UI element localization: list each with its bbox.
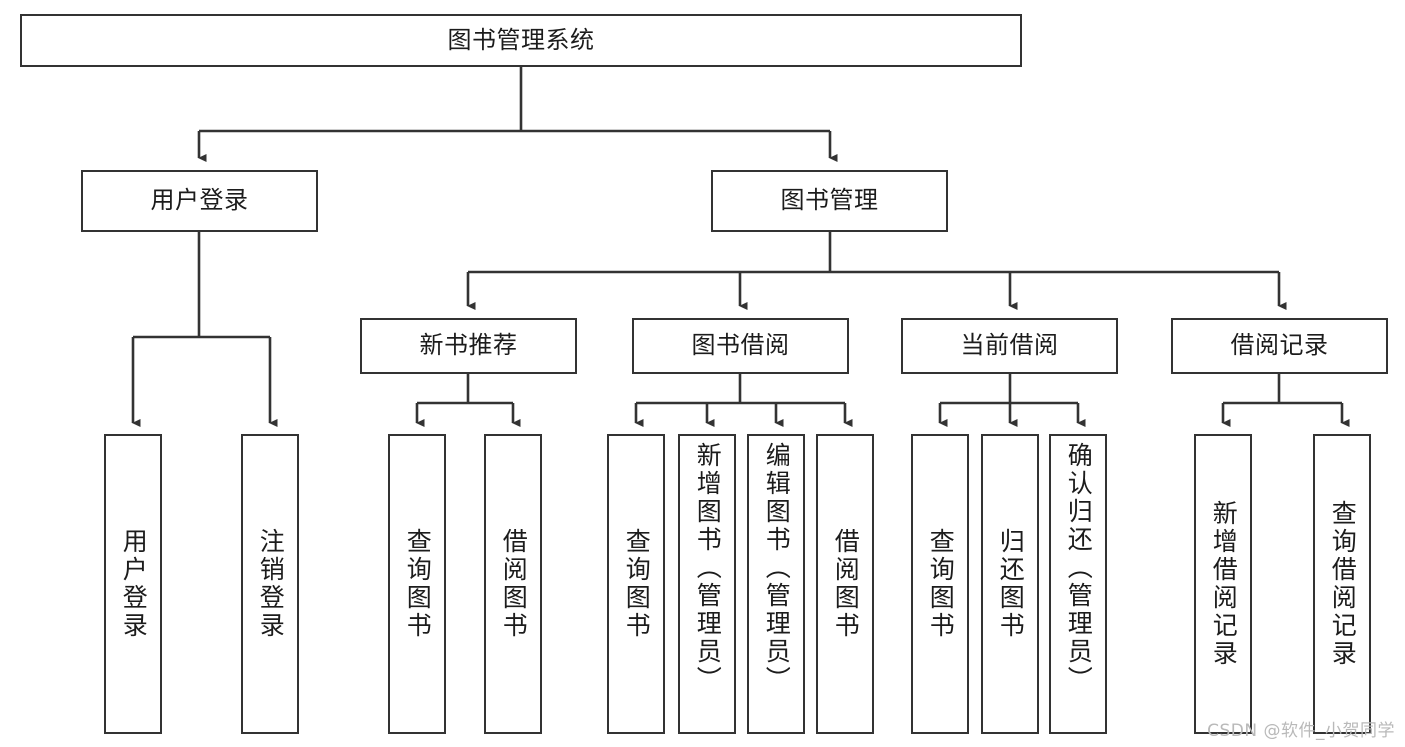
node-leaf-return-book[interactable]: 归还图书: [981, 434, 1039, 734]
node-leaf-query-record[interactable]: 查询借阅记录: [1313, 434, 1371, 734]
node-leaf-edit-book[interactable]: 编辑图书（管理员）: [747, 434, 805, 734]
node-leaf-user-login[interactable]: 用户登录: [104, 434, 162, 734]
node-leaf-logout-login-label: 注销登录: [256, 528, 286, 640]
node-leaf-user-login-label: 用户登录: [119, 528, 149, 640]
node-leaf-return-book-label: 归还图书: [996, 528, 1026, 640]
node-book-manage[interactable]: 图书管理: [711, 170, 948, 232]
node-user-login[interactable]: 用户登录: [81, 170, 318, 232]
node-new-book-recommend-label: 新书推荐: [419, 331, 518, 360]
node-root[interactable]: 图书管理系统: [20, 14, 1022, 67]
node-leaf-query-book-3-label: 查询图书: [926, 528, 956, 640]
node-leaf-query-book-1-label: 查询图书: [403, 528, 433, 640]
node-book-manage-label: 图书管理: [780, 186, 879, 215]
node-leaf-query-book-2-label: 查询图书: [622, 528, 652, 640]
node-leaf-borrow-book-1-label: 借阅图书: [499, 528, 529, 640]
node-leaf-add-record-label: 新增借阅记录: [1209, 500, 1239, 668]
node-user-login-label: 用户登录: [150, 186, 249, 215]
node-leaf-confirm-return-label: 确认归还（管理员）: [1064, 442, 1094, 694]
node-leaf-query-book-3[interactable]: 查询图书: [911, 434, 969, 734]
node-leaf-borrow-book-1[interactable]: 借阅图书: [484, 434, 542, 734]
node-leaf-query-book-1[interactable]: 查询图书: [388, 434, 446, 734]
node-current-borrow-label: 当前借阅: [960, 331, 1059, 360]
node-root-label: 图书管理系统: [447, 25, 595, 54]
node-leaf-borrow-book-2-label: 借阅图书: [831, 528, 861, 640]
node-current-borrow[interactable]: 当前借阅: [901, 318, 1118, 374]
node-new-book-recommend[interactable]: 新书推荐: [360, 318, 577, 374]
node-leaf-confirm-return[interactable]: 确认归还（管理员）: [1049, 434, 1107, 734]
node-leaf-add-record[interactable]: 新增借阅记录: [1194, 434, 1252, 734]
node-leaf-query-record-label: 查询借阅记录: [1328, 500, 1358, 668]
csdn-watermark: CSDN @软件_小贺同学: [1207, 721, 1395, 741]
node-borrow-record-label: 借阅记录: [1230, 331, 1329, 360]
node-leaf-logout-login[interactable]: 注销登录: [241, 434, 299, 734]
node-leaf-add-book-label: 新增图书（管理员）: [693, 442, 723, 694]
node-leaf-borrow-book-2[interactable]: 借阅图书: [816, 434, 874, 734]
node-book-borrow-label: 图书借阅: [691, 331, 790, 360]
node-borrow-record[interactable]: 借阅记录: [1171, 318, 1388, 374]
node-leaf-query-book-2[interactable]: 查询图书: [607, 434, 665, 734]
node-leaf-edit-book-label: 编辑图书（管理员）: [762, 442, 792, 694]
node-leaf-add-book[interactable]: 新增图书（管理员）: [678, 434, 736, 734]
node-book-borrow[interactable]: 图书借阅: [632, 318, 849, 374]
